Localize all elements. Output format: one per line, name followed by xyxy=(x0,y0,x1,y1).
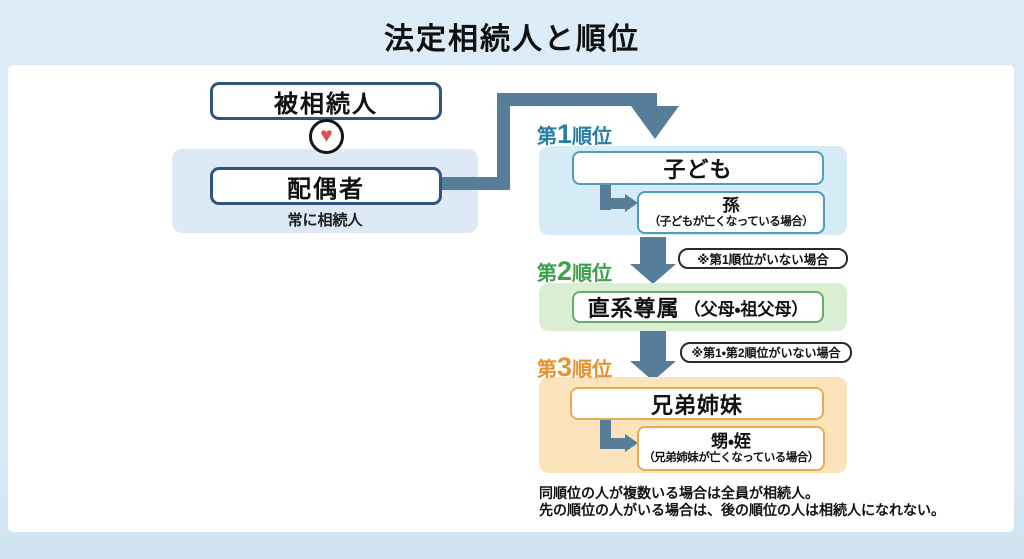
rank1-main-box: 子ども xyxy=(572,151,824,185)
footer-line-2: 先の順位の人がいる場合は、後の順位の人は相続人になれない。 xyxy=(539,501,945,518)
rank2-label: 第2順位 xyxy=(537,256,613,286)
rank3-sub-title: 甥・姪 xyxy=(711,432,751,451)
spouse-box: 配偶者 xyxy=(210,167,442,205)
rank3-sub-box: 甥・姪 （兄弟姉妹が亡くなっている場合） xyxy=(637,426,825,471)
condition-note-1: ※第1順位がいない場合 xyxy=(678,248,848,269)
connector-horizontal-top xyxy=(497,93,657,106)
footer-notes: 同順位の人が複数いる場合は全員が相続人。 先の順位の人がいる場合は、後の順位の人… xyxy=(539,485,945,518)
arrow-rank1-to-rank2-shaft xyxy=(640,237,666,265)
arrow-rank2-to-rank3-shaft xyxy=(640,331,666,362)
heart-icon: ♥ xyxy=(309,119,344,154)
deceased-box: 被相続人 xyxy=(210,82,442,120)
diagram-card: 被相続人 ♥ 配偶者 常に相続人 第1順位 子ども 孫 （子どもが亡くなっている… xyxy=(8,65,1014,532)
rank1-branch-arrowhead-icon xyxy=(625,194,638,212)
rank2-main-sublabel: （父母・祖父母） xyxy=(683,299,809,319)
rank1-branch-line-v xyxy=(600,185,611,210)
rank1-branch-line-h xyxy=(600,198,625,209)
rank2-main-label: 直系尊属 xyxy=(587,296,680,321)
connector-arrowhead-down-icon xyxy=(631,106,679,139)
arrow-rank1-to-rank2-head-icon xyxy=(630,264,676,284)
deceased-label: 被相続人 xyxy=(274,90,378,118)
rank1-sub-note: （子どもが亡くなっている場合） xyxy=(648,216,814,228)
rank2-main-box: 直系尊属 （父母・祖父母） xyxy=(572,291,824,323)
rank1-sub-box: 孫 （子どもが亡くなっている場合） xyxy=(637,191,825,234)
rank3-branch-line-h xyxy=(600,438,625,449)
spouse-label: 配偶者 xyxy=(287,175,365,203)
condition-note-2: ※第1・第2順位がいない場合 xyxy=(680,342,852,363)
rank1-sub-title: 孫 xyxy=(722,196,740,215)
rank3-label: 第3順位 xyxy=(537,352,613,382)
rank3-branch-line-v xyxy=(600,420,611,449)
page-title: 法定相続人と順位 xyxy=(384,23,640,56)
rank3-main-label: 兄弟姉妹 xyxy=(650,392,743,418)
arrow-rank2-to-rank3-head-icon xyxy=(630,361,676,381)
footer-line-1: 同順位の人が複数いる場合は全員が相続人。 xyxy=(539,485,819,501)
rank1-label: 第1順位 xyxy=(537,119,613,149)
rank3-sub-note: （兄弟姉妹が亡くなっている場合） xyxy=(643,452,819,464)
rank1-main-label: 子ども xyxy=(663,157,733,182)
connector-vertical-up xyxy=(497,93,510,190)
rank3-branch-arrowhead-icon xyxy=(625,434,638,452)
connector-horizontal-from-spouse xyxy=(438,177,510,190)
rank3-main-box: 兄弟姉妹 xyxy=(570,387,824,420)
spouse-note: 常に相続人 xyxy=(287,212,363,229)
heart-glyph: ♥ xyxy=(320,124,333,147)
